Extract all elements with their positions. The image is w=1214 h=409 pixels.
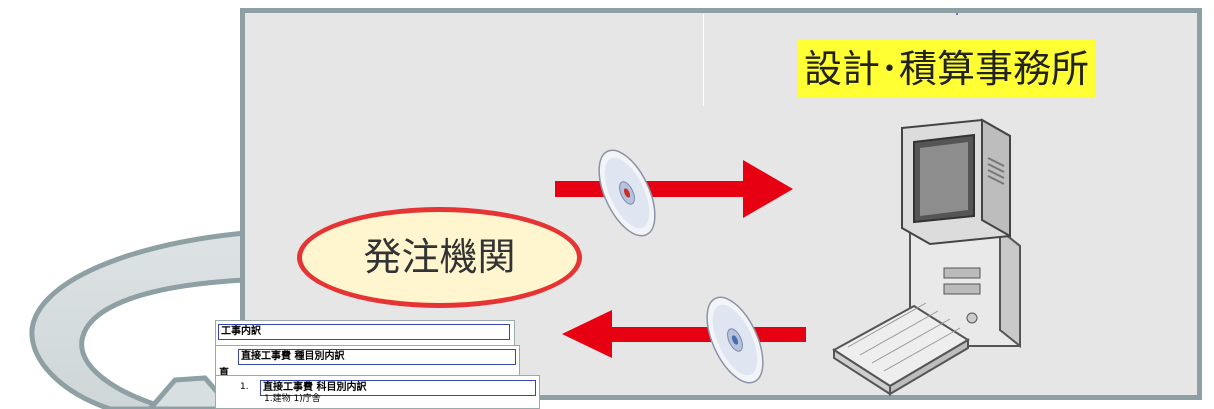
doc2-side-mark: 直 [219, 368, 229, 379]
small-dot [956, 13, 958, 15]
doc1-title: 工事内訳 [218, 324, 510, 340]
desktop-computer-icon [832, 118, 1021, 396]
right-arrow-icon [555, 160, 793, 218]
cd-disc-icon [598, 149, 656, 237]
panel-divider [703, 14, 704, 106]
doc3-number: 1. [240, 382, 249, 392]
agency-oval [297, 207, 582, 308]
agency-label: 発注機関 [363, 235, 516, 279]
doc3-title: 直接工事費 科目別内訳 [260, 380, 536, 396]
doc3-subtitle: 1.建物 1)庁舎 [264, 394, 321, 404]
document-sheet-3: 1. 直接工事費 科目別内訳 1.建物 1)庁舎 [215, 375, 540, 409]
doc2-title: 直接工事費 種目別内訳 [238, 349, 516, 365]
left-arrow-icon [562, 310, 806, 358]
design-office-label: 設計･積算事務所 [798, 40, 1096, 98]
cd-disc-icon [706, 296, 764, 384]
